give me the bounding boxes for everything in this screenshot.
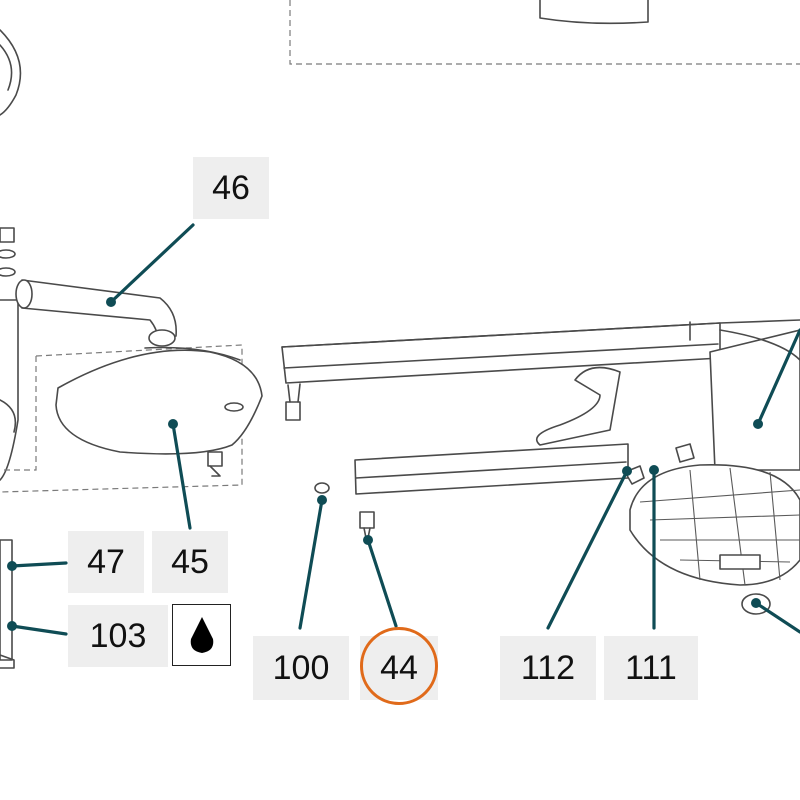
callout-45: 45 — [152, 531, 228, 593]
callout-111: 111 — [604, 636, 698, 700]
callout-103: 103 — [68, 605, 168, 667]
oil-drop-icon-glyph — [190, 617, 213, 653]
upper-assembly-outline — [289, 0, 800, 65]
housing-body — [535, 329, 800, 471]
part-46-tube — [15, 279, 177, 347]
left-curved-part — [0, 29, 22, 116]
highlight-circle-44 — [360, 627, 438, 705]
oil-drop-icon — [172, 604, 231, 666]
callout-46: 46 — [193, 157, 269, 219]
part-45-plate — [55, 346, 263, 477]
callout-100: 100 — [253, 636, 349, 700]
leader-lines — [7, 223, 800, 636]
bracket-45-outline — [0, 344, 243, 493]
callout-47: 47 — [68, 531, 144, 593]
lower-rail — [354, 443, 629, 495]
upper-rail — [281, 319, 800, 421]
callout-112: 112 — [500, 636, 596, 700]
